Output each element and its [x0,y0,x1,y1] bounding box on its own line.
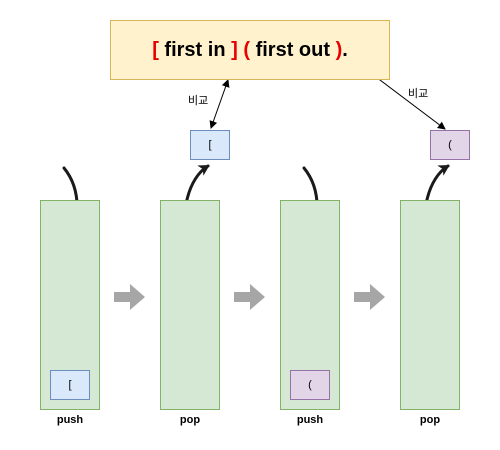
op-label-push-2: push [296,414,324,426]
stack-2 [160,200,220,410]
title-period: . [342,38,348,61]
popped-item-paren: ( [430,130,470,160]
title-open-paren: ( [243,38,251,61]
stack-3: ( [280,200,340,410]
popped-item-bracket: [ [190,130,230,160]
title-open-bracket: [ [152,38,159,61]
compare-label-1: 비교 [188,95,209,107]
title-close-paren: ) [335,38,343,61]
flow-arrow-3 [354,284,385,310]
compare-connector-1 [209,79,230,129]
title-first-in: first in [164,38,226,61]
stack-item-bracket: [ [50,370,90,400]
op-label-pop-1: pop [179,414,201,426]
sequence-title-box: [ first in ] ( first out ). [110,20,390,80]
title-first-out: first out [255,38,331,61]
op-label-pop-2: pop [419,414,441,426]
compare-label-2: 비교 [408,88,429,100]
flow-arrow-1 [114,284,145,310]
flow-arrow-2 [234,284,265,310]
op-label-push-1: push [56,414,84,426]
stack-1: [ [40,200,100,410]
stack-4 [400,200,460,410]
stack-item-paren: ( [290,370,330,400]
title-close-bracket: ] [231,38,238,61]
